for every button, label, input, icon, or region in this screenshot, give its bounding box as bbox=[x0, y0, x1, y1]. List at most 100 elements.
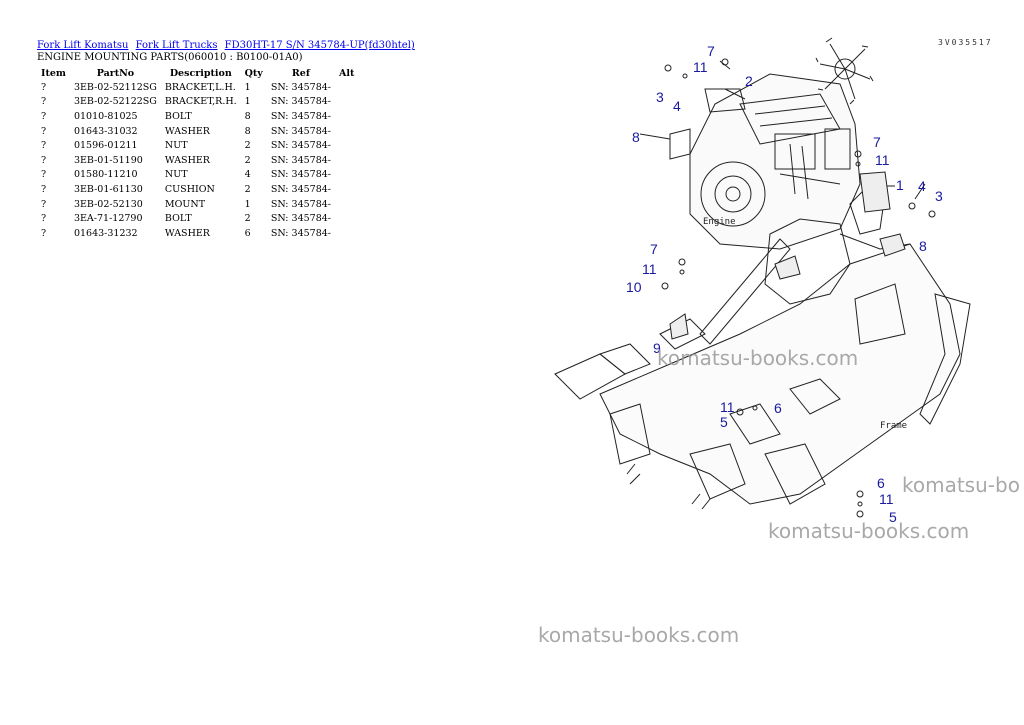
cell-qty: 1 bbox=[244, 96, 251, 108]
cell-item: ? bbox=[41, 110, 47, 122]
cell-description: WASHER bbox=[164, 154, 210, 166]
cell-partno: 3EA-71-12790 bbox=[73, 213, 143, 225]
callout-7: 7 bbox=[873, 134, 881, 150]
cell-alt bbox=[335, 153, 358, 168]
callout-4: 4 bbox=[918, 178, 926, 194]
cell-partno: 01643-31032 bbox=[73, 125, 138, 137]
cell-ref: SN: 345784- bbox=[270, 213, 332, 225]
callout-9: 9 bbox=[653, 340, 661, 356]
cell-alt bbox=[335, 124, 358, 139]
callout-8: 8 bbox=[919, 238, 927, 254]
cell-description: NUT bbox=[164, 140, 188, 152]
cell-alt bbox=[335, 80, 358, 95]
watermark: komatsu-books.com bbox=[657, 346, 859, 370]
cell-item: ? bbox=[41, 81, 47, 93]
cell-ref: SN: 345784- bbox=[270, 125, 332, 137]
cell-ref: SN: 345784- bbox=[270, 227, 332, 239]
cell-item: ? bbox=[41, 227, 47, 239]
callout-4: 4 bbox=[673, 98, 681, 114]
cell-partno: 3EB-02-52130 bbox=[73, 198, 143, 210]
cell-ref: SN: 345784- bbox=[270, 81, 332, 93]
table-row: ? 01580-11210 NUT 4 SN: 345784- bbox=[37, 168, 358, 183]
callout-5: 5 bbox=[889, 509, 897, 525]
watermark: komatsu-bo bbox=[902, 473, 1020, 497]
callout-6: 6 bbox=[774, 400, 782, 416]
breadcrumb-link-model[interactable]: FD30HT-17 S/N 345784-UP(fd30htel) bbox=[224, 40, 415, 51]
cell-partno: 3EB-01-61130 bbox=[73, 183, 143, 195]
cell-ref: SN: 345784- bbox=[270, 96, 332, 108]
cell-ref: SN: 345784- bbox=[270, 169, 332, 181]
cell-qty: 4 bbox=[244, 169, 251, 181]
cell-partno: 01596-01211 bbox=[73, 140, 138, 152]
cell-partno: 3EB-01-51190 bbox=[73, 154, 143, 166]
cell-alt bbox=[335, 211, 358, 226]
cell-qty: 1 bbox=[244, 81, 251, 93]
watermark: komatsu-books.com bbox=[768, 519, 970, 543]
header-partno: PartNo bbox=[96, 67, 135, 79]
cell-item: ? bbox=[41, 96, 47, 108]
cell-partno: 3EB-02-52112SG bbox=[73, 81, 157, 93]
cell-ref: SN: 345784- bbox=[270, 154, 332, 166]
callout-11: 11 bbox=[720, 399, 735, 415]
callout-11: 11 bbox=[875, 152, 890, 168]
table-row: ? 3EB-02-52122SG BRACKET,R.H. 1 SN: 345784- bbox=[37, 95, 358, 110]
callout-3: 3 bbox=[935, 188, 943, 204]
cell-alt bbox=[335, 182, 358, 197]
cell-description: BRACKET,R.H. bbox=[164, 96, 237, 108]
header-item: Item bbox=[41, 67, 66, 79]
cell-qty: 8 bbox=[244, 110, 251, 122]
frame-label: Frame bbox=[880, 421, 907, 431]
callout-11: 11 bbox=[879, 491, 894, 507]
callout-5: 5 bbox=[720, 414, 728, 430]
cell-alt bbox=[335, 168, 358, 183]
cell-qty: 6 bbox=[244, 227, 251, 239]
engine-illustration bbox=[669, 37, 886, 250]
cell-alt bbox=[335, 109, 358, 124]
cell-description: BOLT bbox=[164, 213, 192, 225]
cell-item: ? bbox=[41, 125, 47, 137]
cell-description: WASHER bbox=[164, 227, 210, 239]
cell-description: CUSHION bbox=[164, 183, 215, 195]
cell-partno: 01580-11210 bbox=[73, 169, 138, 181]
callout-11: 11 bbox=[642, 261, 657, 277]
cell-item: ? bbox=[41, 140, 47, 152]
header-ref: Ref bbox=[291, 67, 310, 79]
cell-qty: 1 bbox=[244, 198, 251, 210]
breadcrumb-link-fork-lift-komatsu[interactable]: Fork Lift Komatsu bbox=[37, 40, 129, 51]
header-qty: Qty bbox=[244, 67, 263, 79]
callout-2: 2 bbox=[745, 73, 753, 89]
frame-illustration bbox=[554, 58, 971, 518]
cell-item: ? bbox=[41, 198, 47, 210]
header-alt: Alt bbox=[339, 67, 355, 79]
header-description: Description bbox=[169, 67, 232, 79]
engine-label: Engine bbox=[703, 217, 736, 227]
parts-table: Item PartNo Description Qty Ref Alt ? 3EB… bbox=[37, 66, 358, 241]
cell-ref: SN: 345784- bbox=[270, 198, 332, 210]
cell-alt bbox=[335, 226, 358, 241]
table-row: ? 3EB-02-52112SG BRACKET,L.H. 1 SN: 345784- bbox=[37, 80, 358, 95]
diagram-code: 3V035517 bbox=[938, 38, 993, 47]
cell-partno: 3EB-02-52122SG bbox=[73, 96, 157, 108]
cell-alt bbox=[335, 138, 358, 153]
breadcrumb-link-fork-lift-trucks[interactable]: Fork Lift Trucks bbox=[135, 40, 218, 51]
table-header-row: Item PartNo Description Qty Ref Alt bbox=[37, 66, 358, 80]
cell-description: NUT bbox=[164, 169, 188, 181]
watermark: komatsu-books.com bbox=[538, 623, 740, 647]
table-row: ? 01643-31232 WASHER 6 SN: 345784- bbox=[37, 226, 358, 241]
cell-alt bbox=[335, 95, 358, 110]
cell-partno: 01643-31232 bbox=[73, 227, 138, 239]
cell-qty: 2 bbox=[244, 183, 251, 195]
cell-item: ? bbox=[41, 169, 47, 181]
cell-description: BRACKET,L.H. bbox=[164, 81, 236, 93]
parts-diagram: 7 11 3 4 2 8 7 11 1 4 3 8 7 11 10 9 11 6… bbox=[554, 37, 971, 525]
callout-1: 1 bbox=[896, 177, 904, 193]
cell-qty: 2 bbox=[244, 140, 251, 152]
cell-ref: SN: 345784- bbox=[270, 183, 332, 195]
